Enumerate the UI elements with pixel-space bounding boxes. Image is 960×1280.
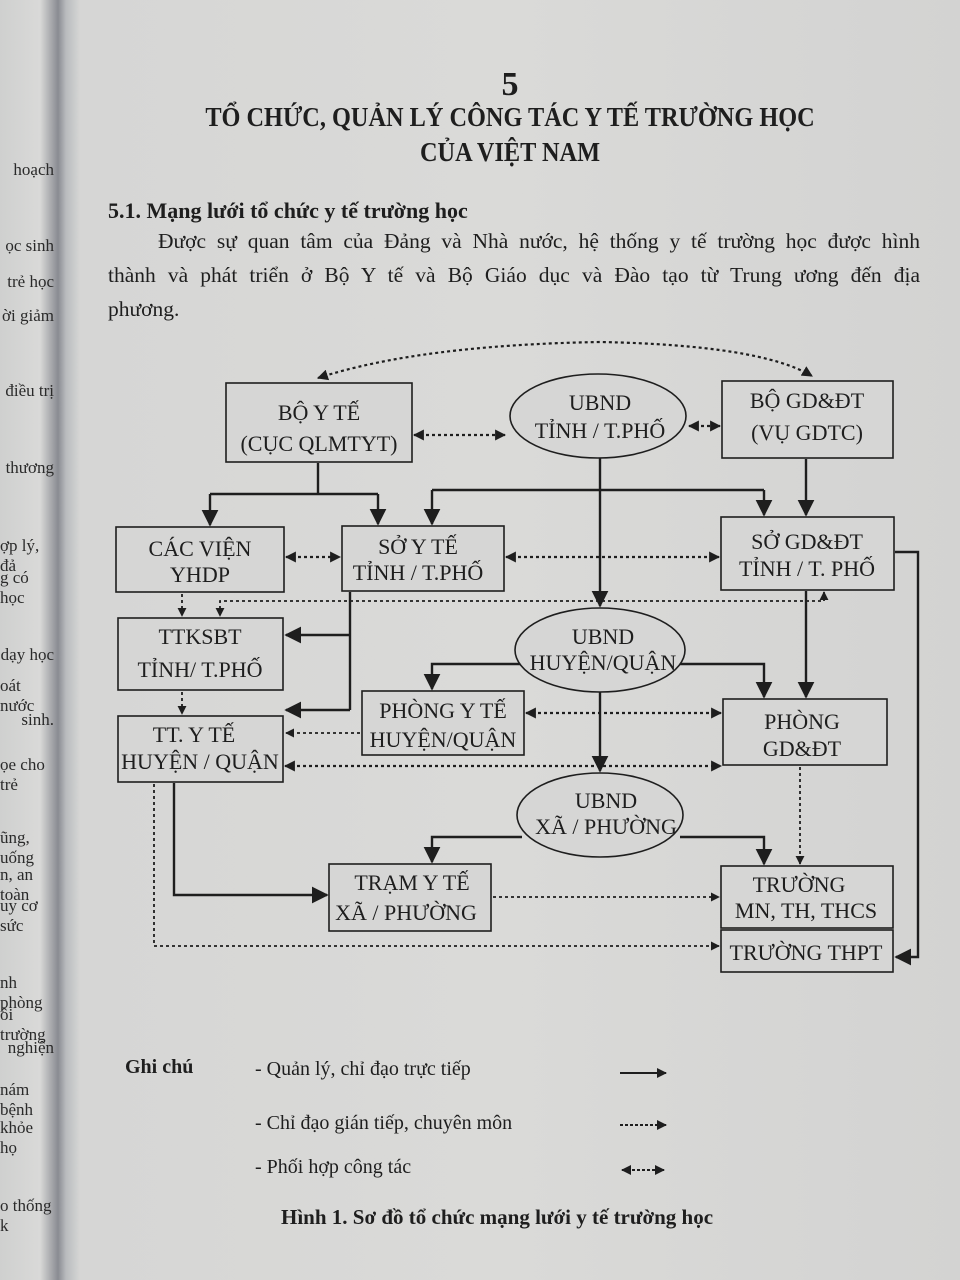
indirect-arrows: [153, 591, 829, 951]
node-label: TỈNH / T.PHỐ: [353, 560, 484, 585]
left-text-fragment: ũng, uống: [0, 828, 34, 867]
legend-item-label: - Chỉ đạo gián tiếp, chuyên môn: [255, 1112, 513, 1134]
left-text-fragment: ời giảm: [2, 306, 54, 325]
indirect-arrow: [153, 784, 720, 951]
left-text-fragment: ọc sinh: [5, 236, 54, 255]
indirect-arrow: [215, 591, 829, 617]
node-label: XÃ / PHƯỜNG: [535, 814, 677, 839]
left-text-fragment: g có học: [0, 568, 29, 607]
direct-arrow: [172, 783, 329, 904]
left-text-fragment: nghiện: [7, 1038, 54, 1057]
node-label: (CỤC QLMTYT): [240, 431, 397, 456]
chapter-title-line-2: CỦA VIỆT NAM: [419, 137, 601, 167]
node-phong-gddt: [722, 698, 888, 766]
left-text-fragment: ợp lý, đả: [0, 536, 40, 575]
node-label: HUYỆN/QUẬN: [530, 650, 677, 675]
node-label: SỞ GD&ĐT: [751, 529, 863, 554]
left-text-fragment: điều trị: [5, 381, 54, 400]
node-label: UBND: [572, 624, 634, 649]
left-text-fragment: n, an toàn: [0, 865, 34, 904]
node-label: TRẠM Y TẾ: [354, 870, 469, 895]
node-truong-thpt: [720, 929, 894, 973]
node-ubnd-huyen: [514, 607, 686, 693]
node-label: TỈNH/ T.PHỐ: [137, 657, 262, 682]
direct-arrow: [678, 662, 773, 699]
node-label: YHDP: [170, 562, 230, 587]
node-so-yte: [341, 525, 505, 592]
left-text-fragment: nh phòng: [0, 973, 43, 1012]
left-text-fragment: khỏe họ: [0, 1118, 34, 1157]
node-label: CÁC VIỆN: [149, 536, 252, 561]
figure-caption: Hình 1. Sơ đồ tổ chức mạng lưới y tế trư…: [281, 1205, 714, 1229]
paragraph-line: thành và phát triển ở Bộ Y tế và Bộ Giáo…: [108, 263, 920, 287]
node-phong-yte: [361, 690, 525, 756]
direct-arrow: [423, 662, 520, 691]
left-text-fragment: thương: [5, 458, 54, 477]
node-label: BỘ GD&ĐT: [750, 388, 865, 413]
left-text-fragment: ôi trường: [0, 1005, 46, 1044]
node-label: PHÒNG: [764, 709, 840, 734]
node-label: UBND: [569, 390, 631, 415]
node-label: HUYỆN/QUẬN: [370, 727, 517, 752]
node-label: GD&ĐT: [763, 736, 842, 761]
chapter-number: 5: [501, 66, 519, 103]
coordination-arrows: [283, 340, 813, 772]
node-label: TỈNH / T.PHỐ: [535, 418, 666, 443]
legend-symbols: [620, 1068, 667, 1175]
node-truong-mn: [720, 865, 894, 929]
direct-arrow: [680, 835, 773, 866]
paragraph-line: phương.: [108, 297, 180, 321]
legend-title: Ghi chú: [125, 1056, 194, 1078]
direct-arrows: [172, 458, 920, 966]
node-ttksbt: [117, 617, 284, 691]
node-label: TTKSBT: [158, 624, 242, 649]
node-label: TT. Y TẾ: [153, 722, 235, 747]
node-bo-yte: [225, 382, 413, 463]
node-label: TRƯỜNG THPT: [730, 940, 884, 965]
coord-arrow-ministries: [316, 340, 813, 381]
node-label: UBND: [575, 788, 637, 813]
node-label: SỞ Y TẾ: [378, 534, 458, 559]
left-text-fragment: nám bệnh: [0, 1080, 34, 1119]
node-cac-vien: [115, 526, 285, 593]
node-tram-yte: [328, 863, 492, 932]
chapter-title-line-1: TỔ CHỨC, QUẢN LÝ CÔNG TÁC Y TẾ TRƯỜNG HỌ…: [205, 102, 815, 132]
left-text-fragment: hoạch: [13, 160, 54, 179]
node-so-gddt: [720, 516, 895, 591]
direct-arrow: [423, 835, 522, 864]
node-bo-gddt: [721, 380, 894, 459]
left-text-fragment: sinh.: [21, 710, 54, 729]
direct-arrow: [894, 550, 920, 966]
node-tt-yte: [117, 715, 284, 783]
node-label: XÃ / PHƯỜNG: [335, 900, 477, 925]
left-text-fragment: uy cơ sức: [0, 896, 38, 935]
left-text-fragment: dạy học: [0, 645, 54, 664]
node-label: TRƯỜNG: [753, 872, 846, 897]
node-label: (VỤ GDTC): [751, 420, 863, 445]
node-ubnd-xa: [516, 772, 684, 858]
node-label: PHÒNG Y TẾ: [379, 698, 507, 723]
node-ubnd-tinh: [509, 373, 687, 459]
node-label: TỈNH / T. PHỐ: [739, 556, 875, 581]
legend-item-label: - Quản lý, chỉ đạo trực tiếp: [255, 1058, 471, 1080]
direct-line: [210, 463, 378, 496]
left-text-fragment: ọe cho trẻ: [0, 755, 45, 794]
node-label: MN, TH, THCS: [735, 898, 877, 923]
left-text-fragment: trẻ học: [7, 272, 54, 291]
section-heading: 5.1. Mạng lưới tổ chức y tế trường học: [108, 198, 468, 223]
paragraph-line: Được sự quan tâm của Đảng và Nhà nước, h…: [158, 229, 920, 253]
legend-item-label: - Phối hợp công tác: [255, 1156, 412, 1178]
left-text-fragment: oát nước: [0, 676, 35, 715]
node-label: HUYỆN / QUẬN: [121, 749, 279, 774]
node-label: BỘ Y TẾ: [278, 400, 360, 425]
left-text-fragment: o thống k: [0, 1196, 52, 1235]
